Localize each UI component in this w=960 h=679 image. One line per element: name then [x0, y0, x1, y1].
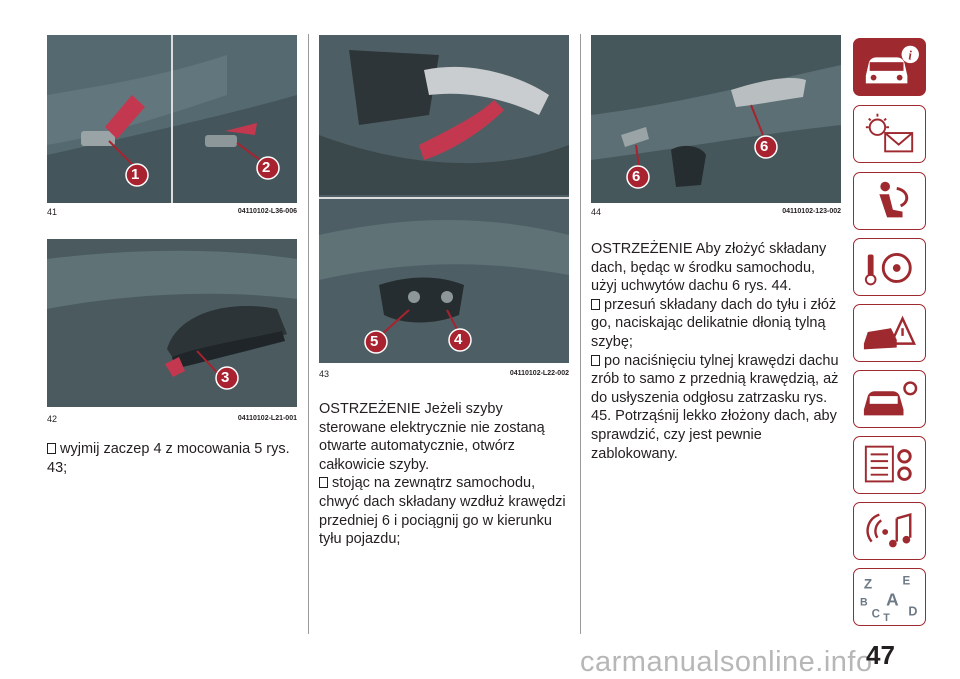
figure-41-callout-2: 2 — [262, 159, 271, 176]
seat-airbag-icon — [879, 181, 909, 218]
index-letter: A — [886, 590, 899, 610]
figure-42-callout-3: 3 — [221, 369, 230, 386]
figure-43-image: 5 4 — [319, 35, 569, 363]
warning-lights-icon — [865, 113, 914, 153]
tab-emergency[interactable] — [853, 304, 926, 362]
index-letter: C — [872, 608, 881, 620]
col2-warning: OSTRZEŻENIE Jeżeli szyby sterowane elekt… — [319, 401, 545, 473]
figure-44-caption: 44 04110102-123-002 — [591, 207, 841, 219]
tab-safety[interactable] — [853, 172, 926, 230]
figure-code: 04110102-L21-001 — [237, 415, 297, 422]
col3-text: OSTRZEŻENIE Aby złożyć składany dach, bę… — [591, 240, 843, 463]
index-letter: B — [860, 597, 868, 609]
figure-44-callout-6b: 6 — [760, 138, 769, 155]
figure-44-callout-6a: 6 — [632, 168, 641, 185]
page-number: 47 — [866, 640, 895, 670]
figure-43-callout-5: 5 — [370, 333, 379, 350]
multimedia-icon — [866, 512, 912, 548]
figure-number: 41 — [47, 207, 58, 217]
tab-warning-lights[interactable] — [853, 105, 926, 163]
col2-text: OSTRZEŻENIE Jeżeli szyby sterowane elekt… — [319, 400, 571, 549]
col1-bullet: wyjmij zaczep 4 z mocowania 5 rys. 43; — [47, 440, 297, 477]
figure-43-callout-4: 4 — [454, 331, 463, 348]
car-accident-icon — [863, 315, 917, 350]
col1-text: wyjmij zaczep 4 z mocowania 5 rys. 43; — [47, 440, 297, 477]
tab-index[interactable]: Z E B A C D T — [853, 568, 926, 626]
svg-text:i: i — [908, 48, 912, 62]
figure-41-caption: 41 04110102-L36-006 — [47, 207, 297, 219]
tab-multimedia[interactable] — [853, 502, 926, 560]
figure-code: 04110102-L36-006 — [237, 208, 297, 215]
figure-42-image: 3 — [47, 239, 297, 407]
watermark: carmanualsonline.info — [580, 646, 873, 678]
figure-44-image: 6 6 — [591, 35, 841, 203]
col3-bullet-2: po naciśnięciu tylnej krawędzi dachu zró… — [591, 352, 843, 464]
tab-maintenance[interactable] — [853, 370, 926, 428]
figure-number: 43 — [319, 369, 330, 379]
data-settings-icon — [864, 445, 912, 483]
column-divider — [308, 34, 309, 634]
col2-bullet: stojąc na zewnątrz samochodu, chwyć dach… — [319, 474, 571, 548]
index-letter: D — [908, 604, 917, 618]
col3-bullet-1: przesuń składany dach do tyłu i złóż go,… — [591, 296, 843, 352]
car-info-icon: i — [865, 45, 919, 84]
col3-warning: OSTRZEŻENIE Aby złożyć składany dach, bę… — [591, 241, 827, 295]
figure-number: 42 — [47, 414, 58, 424]
figure-code: 04110102-123-002 — [782, 208, 841, 215]
index-letter: Z — [864, 576, 872, 591]
tab-technical-data[interactable] — [853, 436, 926, 494]
figure-number: 44 — [591, 207, 602, 217]
figure-code: 04110102-L22-002 — [509, 370, 569, 377]
steering-key-icon — [864, 253, 912, 286]
tab-starting-driving[interactable] — [853, 238, 926, 296]
figure-41-callout-1: 1 — [131, 166, 140, 183]
alphabetical-index-icon: Z E B A C D T — [860, 575, 917, 624]
index-letter: E — [903, 575, 911, 587]
index-letter: T — [883, 612, 890, 624]
tab-knowing-your-car[interactable]: i — [853, 38, 926, 96]
figure-41-image: 1 2 — [47, 35, 297, 203]
figure-42-caption: 42 04110102-L21-001 — [47, 414, 297, 426]
column-divider — [580, 34, 581, 634]
figure-43-caption: 43 04110102-L22-002 — [319, 369, 569, 381]
car-service-icon — [863, 381, 918, 416]
